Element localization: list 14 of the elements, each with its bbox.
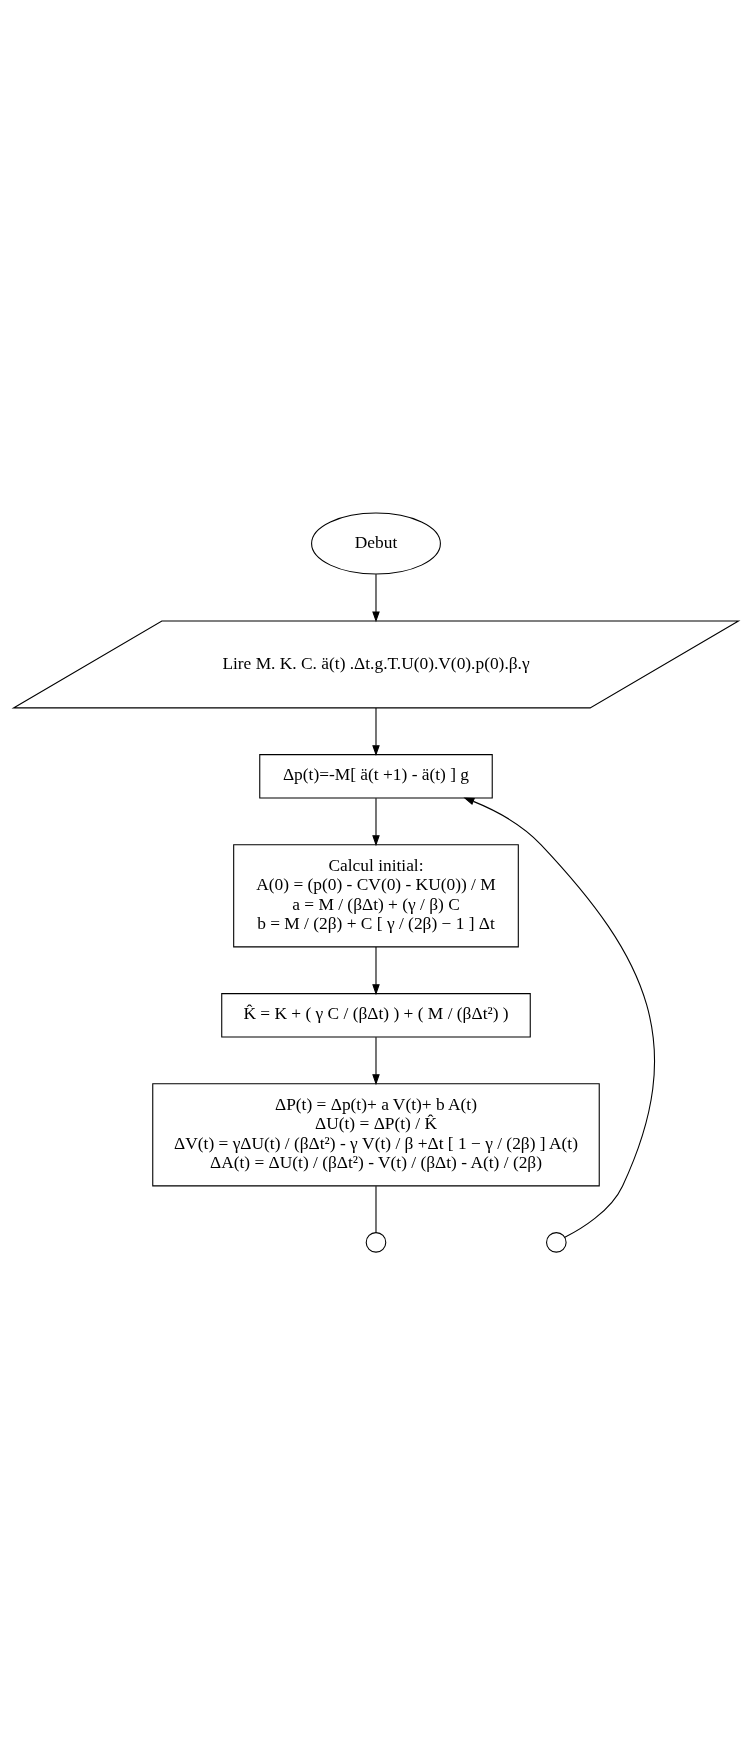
node-box: Δp(t)=-M[ ä(t +1) - ä(t) ] g (258, 753, 493, 799)
arrow (371, 706, 380, 756)
arrow (371, 797, 380, 846)
arrow (371, 1036, 380, 1085)
node-box: K̂ = K + ( γ C / (βΔt) ) + ( M / (βΔt²) ) (220, 992, 531, 1038)
arrow (371, 573, 380, 622)
node-box: ΔP(t) = Δp(t)+ a V(t)+ b A(t) ΔU(t) = ΔP(t) / K̂ ΔV(t) = γΔU(t) / (βΔt²) - γ V(t) / β +Δt [ 1 − γ / (2β) ] A(t) ΔA(t) = ΔU(t) / (βΔt²) - V(t) / (βΔt) - A(t) / (2β) (151, 1082, 600, 1186)
node-box: Calcul initial: A(0) = (p(0) - CV(0) - KU(0)) / M a = M / (βΔt) + (γ / β) C b = M / (2β) + C [ γ / (2β) − 1 ] Δt (232, 843, 519, 947)
arrow (462, 797, 655, 1238)
node-circle (545, 1231, 567, 1253)
node-circle (365, 1231, 386, 1253)
arrow (371, 945, 380, 995)
node-ellipse: Debut (310, 512, 441, 575)
connector (374, 1185, 377, 1233)
